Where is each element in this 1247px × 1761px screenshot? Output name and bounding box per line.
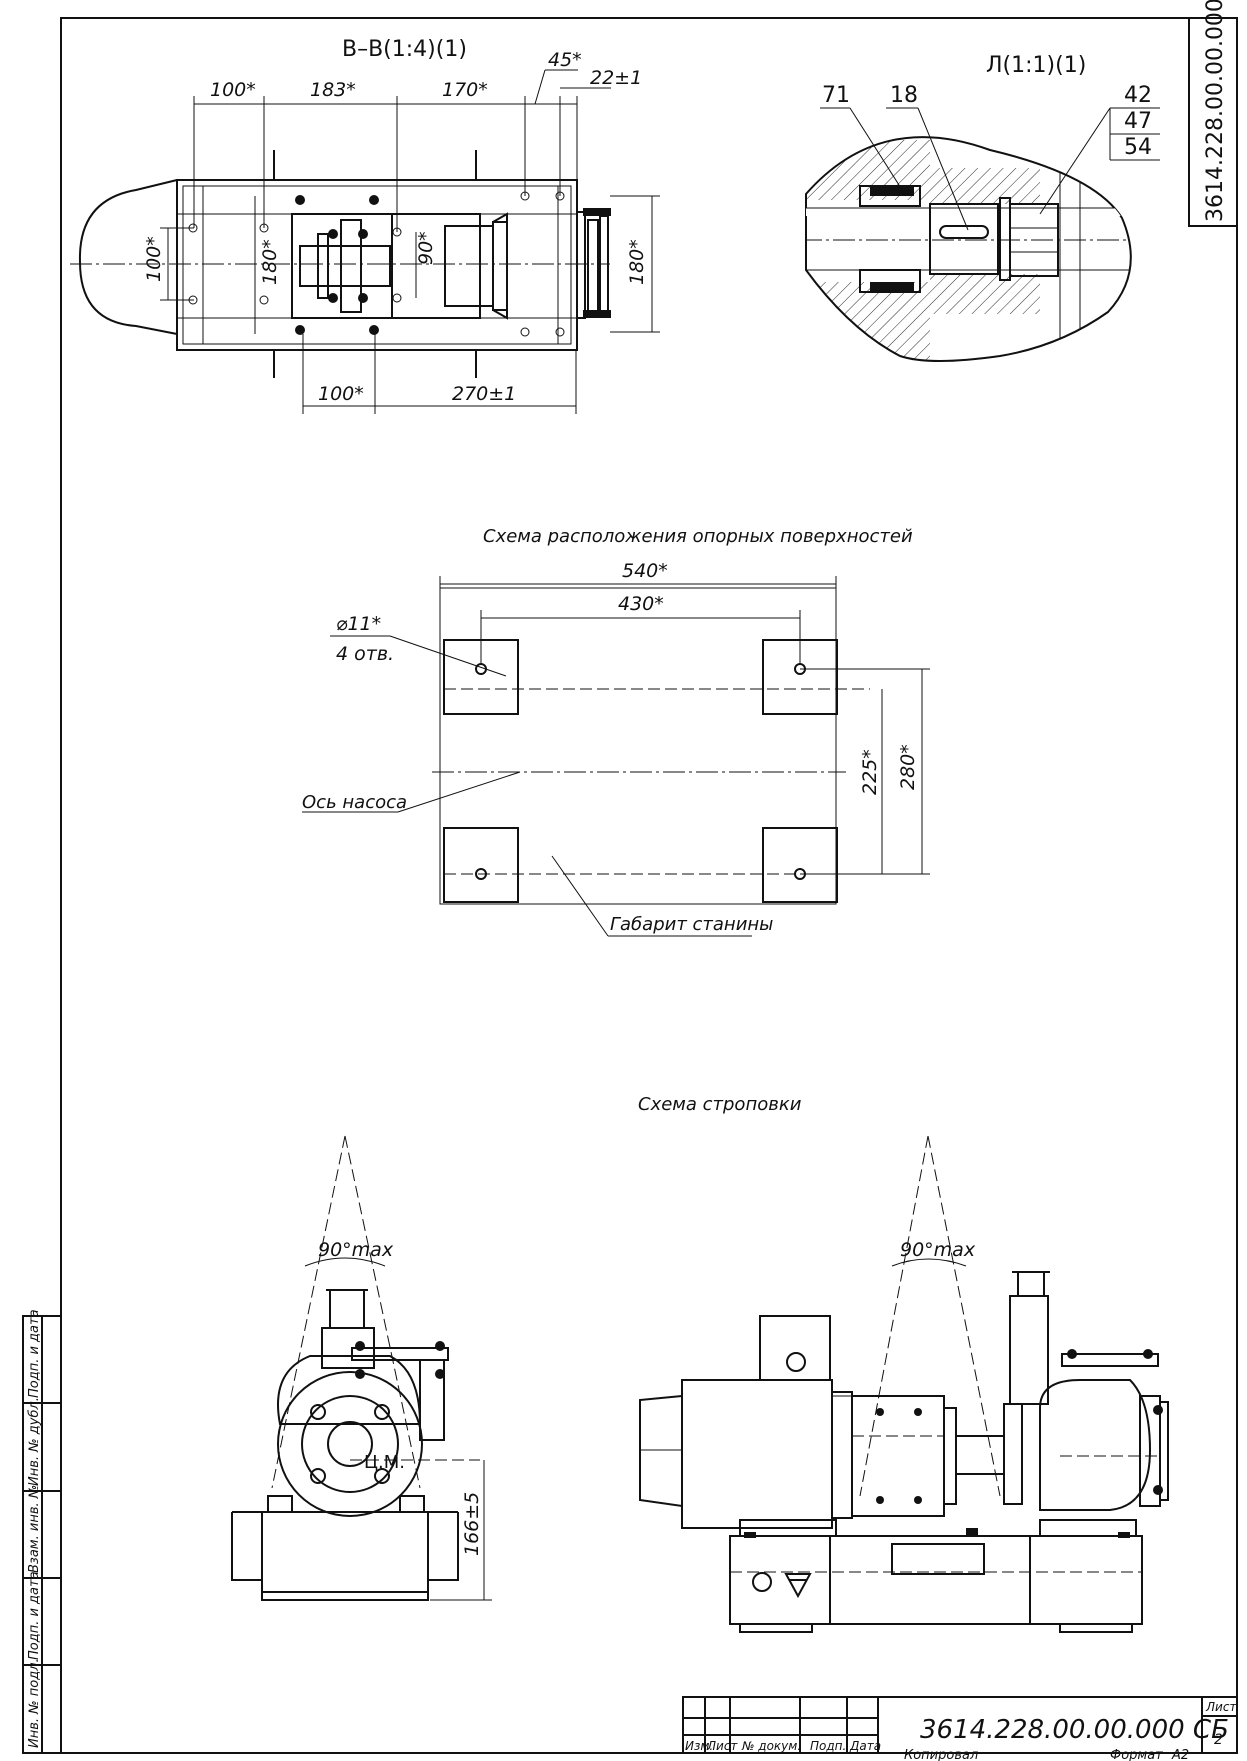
slinging-scheme: Схема строповки 90°max (231, 1094, 1169, 1633)
detail-callouts: 71 18 42 47 54 (820, 83, 1160, 231)
callout-71: 71 (822, 83, 850, 108)
hole-diameter: ⌀11* (336, 613, 381, 635)
detail-view-l: Л(1:1)(1) (805, 53, 1160, 362)
format-label: Формат (1110, 1748, 1163, 1761)
pump-axis-label: Ось насоса (302, 792, 407, 813)
dim-top-2: 183* (310, 79, 356, 101)
dim-left-1: 100* (143, 236, 165, 282)
sling-scheme-title: Схема строповки (638, 1094, 802, 1115)
frame-outline-label: Габарит станины (610, 914, 773, 935)
dim-top-1: 100* (210, 79, 256, 101)
dim-right: 180* (626, 239, 648, 285)
callout-47: 47 (1124, 109, 1152, 134)
height-dim: 166±5 (461, 1492, 483, 1556)
sling-side-view: 90°max (639, 1135, 1169, 1633)
col-list: Лист (706, 1739, 738, 1753)
dim-bottom-2: 270±1 (452, 383, 516, 405)
format-value: А2 (1171, 1748, 1189, 1761)
callout-42: 42 (1124, 83, 1152, 108)
col-date: Дата (849, 1739, 881, 1753)
sheet-label: Лист (1205, 1700, 1237, 1714)
dim-top-4: 45* (548, 49, 582, 71)
col-sign: Подп. (810, 1739, 846, 1753)
dim-inner: 90* (415, 231, 437, 265)
callout-54: 54 (1124, 135, 1152, 160)
support-surfaces-scheme: Схема расположения опорных поверхностей … (302, 526, 930, 937)
dim-v-outer: 280* (897, 744, 919, 790)
dim-v-inner: 225* (859, 749, 881, 795)
sheet-number: 2 (1214, 1732, 1223, 1748)
dim-left-2: 180* (259, 239, 281, 285)
angle-right: 90°max (900, 1239, 976, 1261)
frame-holes (188, 191, 565, 337)
section-title: В–В(1:4)(1) (342, 37, 467, 62)
title-designation: 3614.228.00.00.000 СБ (920, 1715, 1229, 1745)
copied-label: Копировал (904, 1748, 978, 1761)
strip-label-5: Инв. № подл. (27, 1658, 42, 1748)
corner-designation-text: 3614.228.00.00.000 СБ (1203, 0, 1228, 222)
section-view-bb: В–В(1:4)(1) (70, 37, 660, 414)
corner-designation-box: 3614.228.00.00.000 СБ (1188, 0, 1238, 227)
callout-18: 18 (890, 83, 918, 108)
dim-top-5: 22±1 (590, 67, 642, 89)
drawing-frame (60, 17, 1238, 1754)
sling-end-view: 90°max (231, 1135, 492, 1601)
section-left-dimensions: 100* 180* 90* (143, 196, 437, 334)
angle-left: 90°max (318, 1239, 394, 1261)
dim-bottom-1: 100* (318, 383, 364, 405)
left-binding-strip: Подп. и дата Инв. № дубл. Взам. инв. № П… (22, 1309, 62, 1754)
col-doc: № докум. (741, 1739, 801, 1753)
section-top-dimensions: 100* 183* 170* 45* 22±1 (193, 49, 642, 232)
section-bottom-dimensions: 100* 270±1 (302, 334, 577, 414)
strip-label-4: Подп. и дата (27, 1571, 42, 1660)
cg-label: Ц.М. (364, 1452, 405, 1473)
strip-label-3: Взам. инв. № (27, 1485, 42, 1573)
dim-holes: 430* (618, 593, 664, 615)
title-block: Изм. Лист № докум. Подп. Дата 3614.228.0… (682, 1696, 1238, 1761)
section-right-dimension: 180* (610, 195, 660, 333)
dim-top-3: 170* (442, 79, 488, 101)
dim-overall: 540* (622, 560, 668, 582)
support-scheme-title: Схема расположения опорных поверхностей (483, 526, 913, 547)
col-izm: Изм. (685, 1739, 713, 1753)
strip-label-2: Инв. № дубл. (27, 1397, 42, 1486)
hole-count: 4 отв. (336, 643, 394, 665)
strip-label-1: Подп. и дата (27, 1309, 42, 1398)
detail-title: Л(1:1)(1) (986, 53, 1086, 78)
